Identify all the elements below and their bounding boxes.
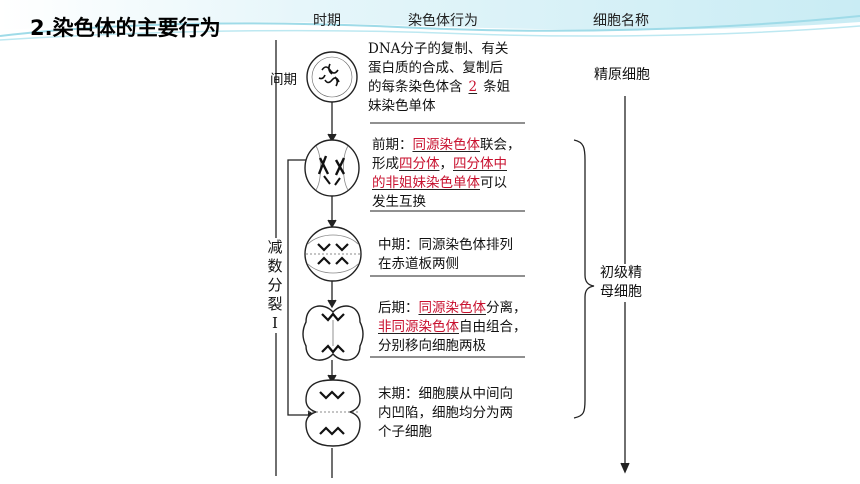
desc-text: 的每条染色体含 — [368, 79, 463, 95]
metaphase-description: 中期：同源染色体排列 在赤道板两侧 — [378, 236, 513, 274]
meiosis1-char: Ⅰ — [272, 314, 278, 332]
answer-text: 同源染色体 — [412, 137, 481, 153]
desc-line: 个子细胞 — [378, 424, 432, 440]
header-behavior: 染色体行为 — [408, 13, 478, 29]
answer-text: 四分体 — [399, 156, 440, 172]
desc-text: 前期： — [372, 137, 413, 153]
desc-text: 后期： — [378, 300, 419, 316]
desc-text: 联会， — [480, 137, 521, 153]
prophase-description: 前期：同源染色体联会， 形成四分体，四分体中 的非姐妹染色单体可以 发生互换 — [372, 136, 521, 212]
header-cell-name: 细胞名称 — [593, 13, 649, 29]
answer-text: 同源染色体 — [418, 300, 487, 316]
answer-blank: 2 — [468, 79, 478, 95]
anaphase-cell — [302, 305, 364, 361]
desc-text: 可以 — [480, 175, 507, 191]
anaphase-description: 后期：同源染色体分离， 非同源染色体自由组合， 分别移向细胞两极 — [378, 299, 527, 356]
desc-text: 条姐 — [483, 79, 511, 95]
header-period: 时期 — [313, 13, 341, 29]
telophase-cell — [305, 379, 361, 447]
desc-line: 分别移向细胞两极 — [378, 338, 486, 354]
interphase-cell — [306, 51, 358, 103]
interphase-label: 间期 — [270, 72, 297, 88]
desc-line: 蛋白质的合成、复制后 — [368, 60, 503, 76]
desc-line: DNA分子的复制、有关 — [368, 41, 509, 57]
desc-line: 发生互换 — [372, 194, 426, 210]
desc-line: 末期：细胞膜从中间向 — [378, 386, 513, 402]
desc-line: 在赤道板两侧 — [378, 256, 459, 272]
meiosis1-char: 裂 — [267, 295, 283, 313]
metaphase-cell — [304, 226, 362, 282]
header-banner — [0, 0, 860, 41]
cell-name-line: 初级精 — [600, 265, 642, 281]
answer-text: 的非姐妹染色单体 — [372, 175, 480, 191]
meiosis1-char: 数 — [267, 257, 283, 275]
answer-text: 非同源染色体 — [378, 319, 459, 335]
cell-name-line: 母细胞 — [600, 284, 642, 300]
desc-line: 内凹陷，细胞均分为两 — [378, 405, 513, 421]
answer-text: 四分体中 — [453, 156, 507, 172]
desc-text: 自由组合， — [459, 319, 527, 335]
meiosis1-char: 分 — [267, 276, 283, 294]
cell-name-spermatogonium: 精原细胞 — [592, 66, 652, 85]
slide-title: 2.染色体的主要行为 — [30, 16, 221, 40]
meiosis1-label: 减 数 分 裂 Ⅰ — [266, 238, 284, 333]
desc-text: 形成 — [372, 156, 399, 172]
interphase-description: DNA分子的复制、有关 蛋白质的合成、复制后 的每条染色体含 2 条姐 妹染色单体 — [368, 40, 510, 116]
telophase-description: 末期：细胞膜从中间向 内凹陷，细胞均分为两 个子细胞 — [378, 385, 513, 442]
desc-text: ， — [439, 156, 454, 172]
desc-line: 中期：同源染色体排列 — [378, 237, 513, 253]
desc-line: 妹染色单体 — [368, 98, 436, 114]
cell-name-primary-spermatocyte: 初级精 母细胞 — [598, 264, 644, 302]
prophase-cell — [304, 139, 360, 197]
desc-text: 分离， — [486, 300, 527, 316]
meiosis1-char: 减 — [267, 238, 283, 256]
